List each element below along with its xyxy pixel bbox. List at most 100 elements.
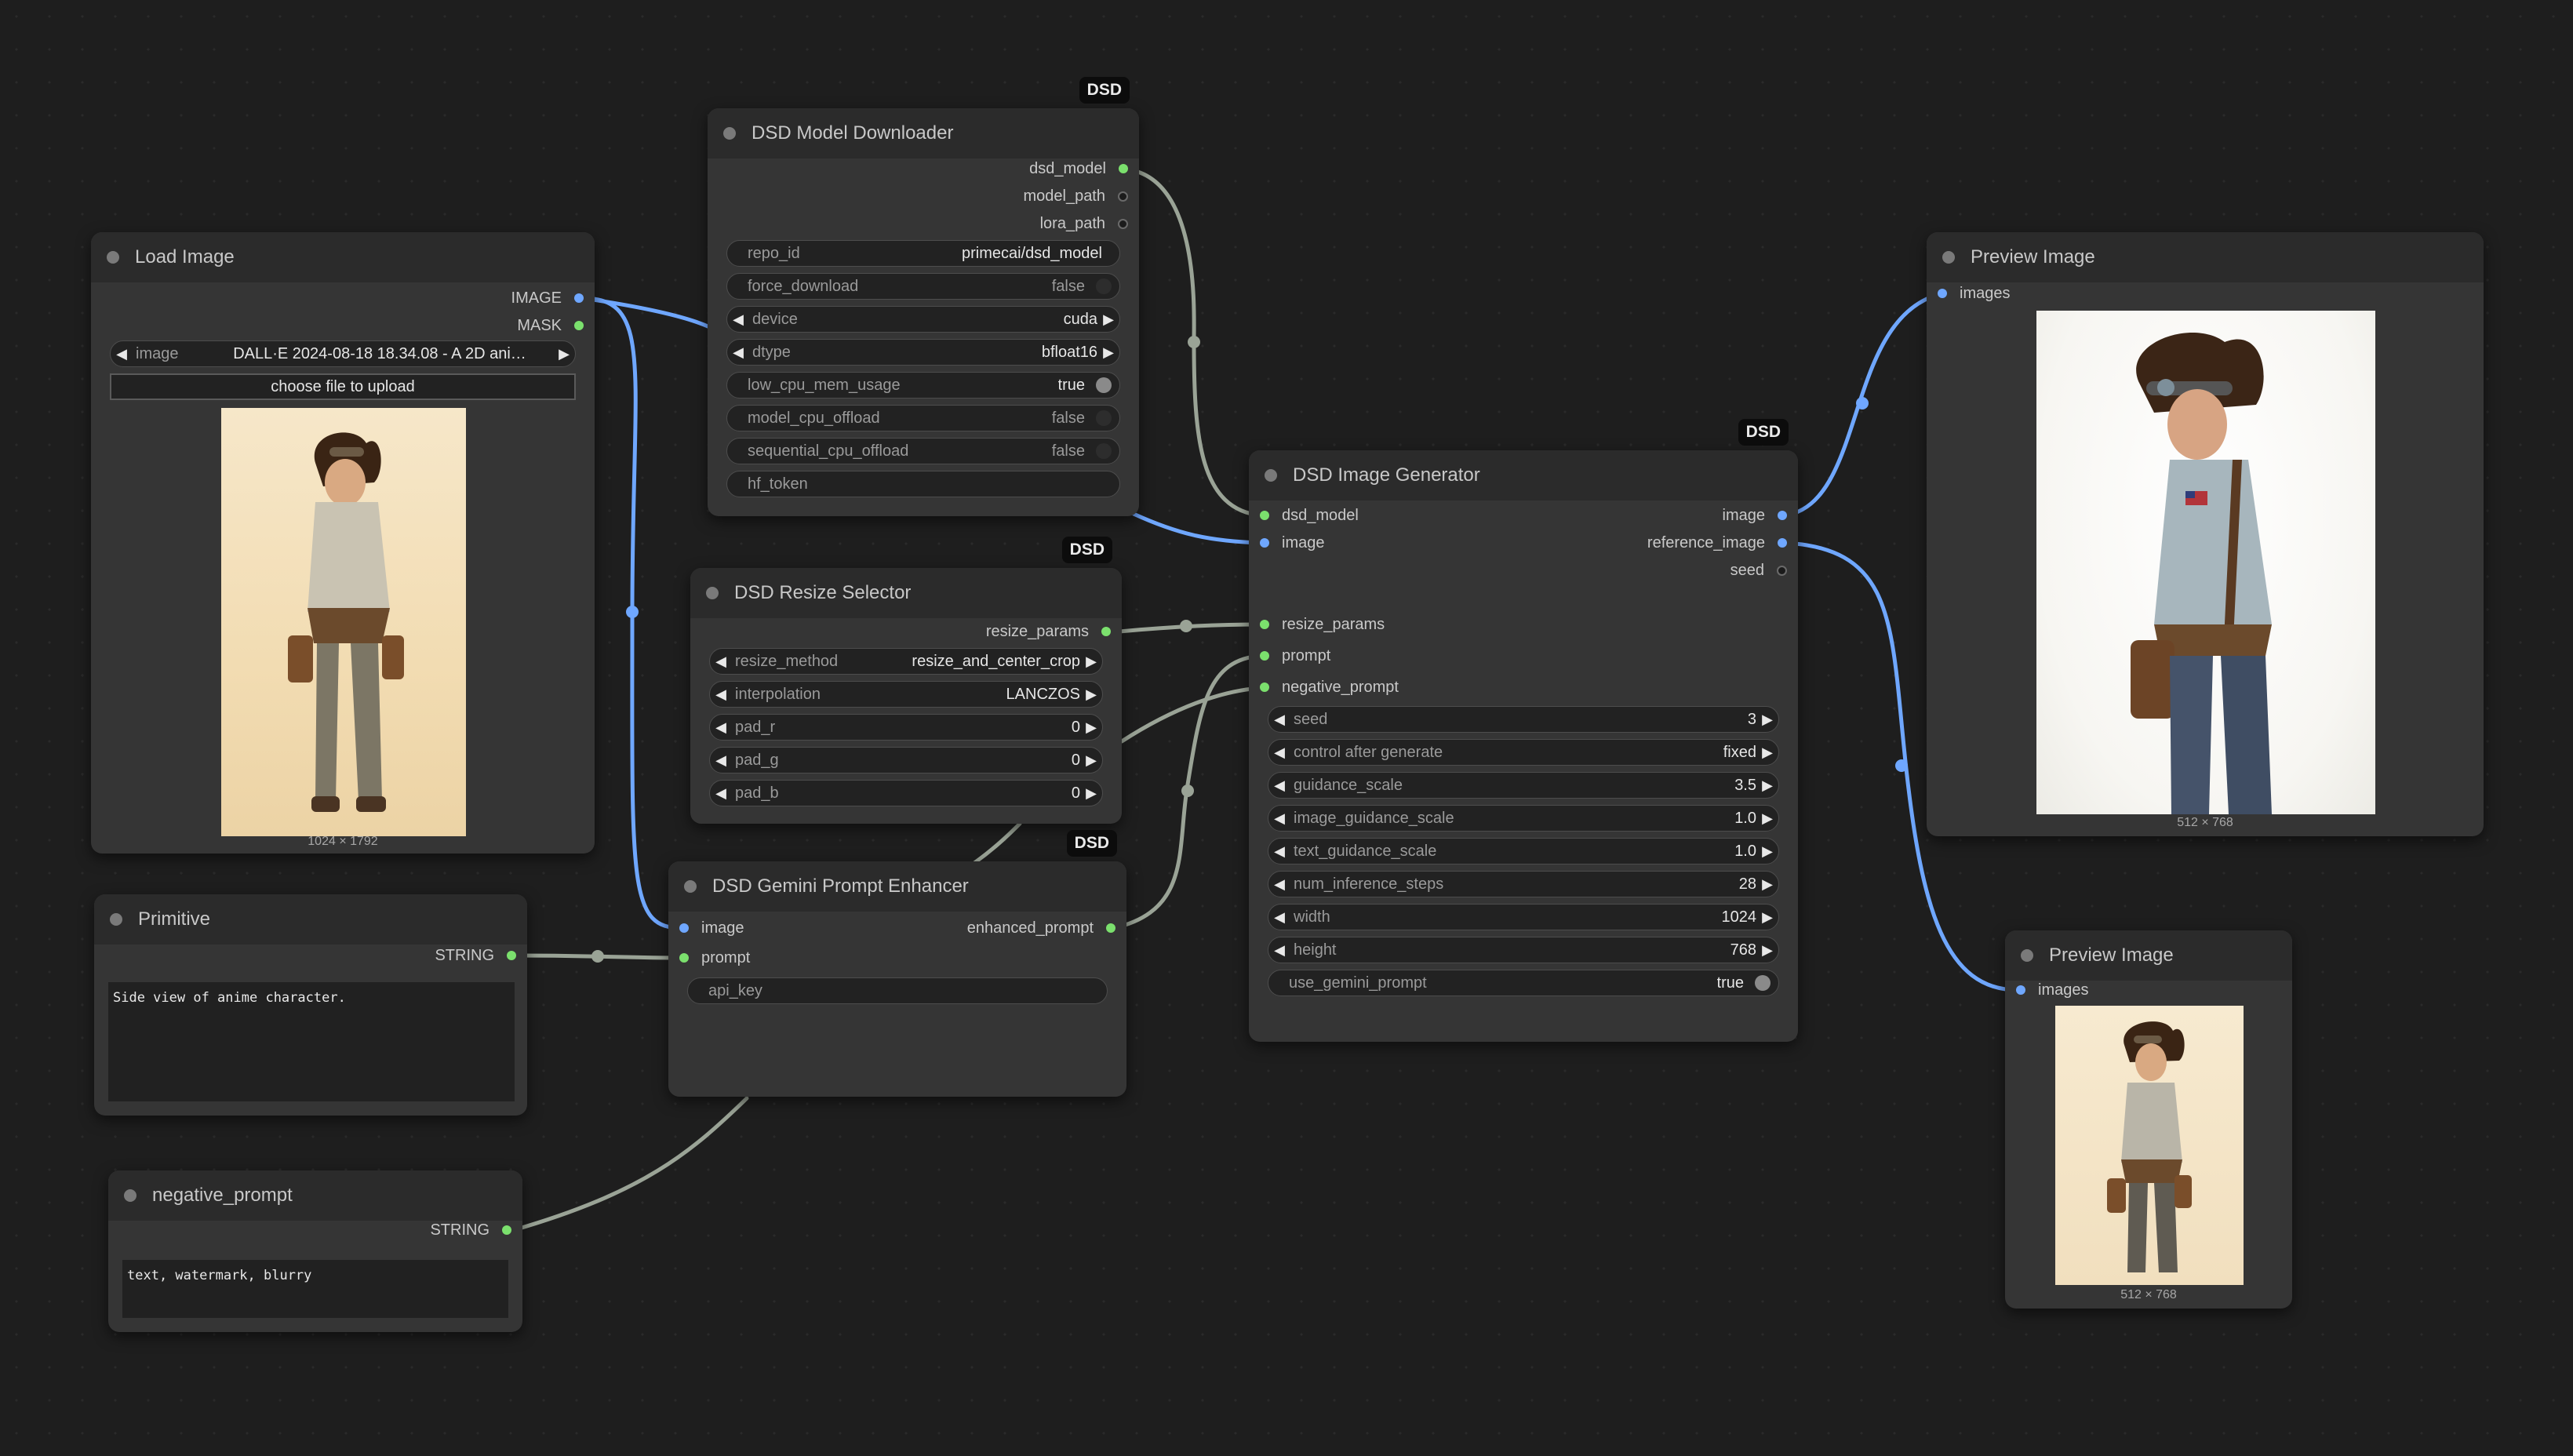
- node-dsd-gemini-prompt-enhancer[interactable]: DSD DSD Gemini Prompt Enhancer image pro…: [668, 830, 1126, 1097]
- arrow-right-icon[interactable]: ▶: [1103, 311, 1114, 327]
- port-dot[interactable]: [1118, 218, 1128, 229]
- upload-button[interactable]: choose file to upload: [110, 373, 576, 400]
- arrow-left-icon[interactable]: ◀: [1274, 777, 1285, 793]
- collapse-dot[interactable]: [723, 127, 736, 140]
- arrow-left-icon[interactable]: ◀: [1274, 810, 1285, 826]
- widget-api-key[interactable]: api_key: [687, 977, 1108, 1004]
- arrow-right-icon[interactable]: ▶: [1762, 777, 1773, 793]
- output-string[interactable]: STRING: [435, 942, 516, 969]
- collapse-dot[interactable]: [706, 587, 719, 599]
- node-title-bar[interactable]: negative_prompt: [108, 1170, 522, 1221]
- port-dot[interactable]: [1778, 511, 1787, 520]
- port-dot[interactable]: [1118, 191, 1128, 202]
- port-dot[interactable]: [502, 1225, 511, 1235]
- output-resize-params[interactable]: resize_params: [986, 618, 1111, 645]
- arrow-right-icon[interactable]: ▶: [1762, 810, 1773, 826]
- node-primitive[interactable]: Primitive STRING Side view of anime char…: [94, 894, 527, 1116]
- node-title-bar[interactable]: Load Image: [91, 232, 595, 282]
- arrow-right-icon[interactable]: ▶: [1762, 744, 1773, 760]
- arrow-left-icon[interactable]: ◀: [1274, 908, 1285, 925]
- port-dot[interactable]: [1106, 923, 1115, 933]
- input-prompt[interactable]: prompt: [679, 945, 750, 971]
- output-lora-path[interactable]: lora_path: [1040, 210, 1128, 237]
- port-dot[interactable]: [679, 953, 689, 963]
- port-dot[interactable]: [1260, 538, 1269, 548]
- arrow-left-icon[interactable]: ◀: [715, 686, 726, 702]
- input-image[interactable]: image: [679, 915, 744, 941]
- arrow-right-icon[interactable]: ▶: [1086, 653, 1097, 669]
- collapse-dot[interactable]: [124, 1189, 136, 1202]
- collapse-dot[interactable]: [110, 913, 122, 926]
- prompt-textarea[interactable]: Side view of anime character.: [108, 982, 515, 1101]
- node-negative-prompt[interactable]: negative_prompt STRING text, watermark, …: [108, 1170, 522, 1332]
- collapse-dot[interactable]: [1265, 469, 1277, 482]
- node-preview-image-1[interactable]: Preview Image images 512 × 768: [1927, 232, 2484, 836]
- node-title-bar[interactable]: Preview Image: [2005, 930, 2292, 981]
- port-dot[interactable]: [1778, 538, 1787, 548]
- output-mask[interactable]: MASK: [517, 312, 584, 339]
- arrow-right-icon[interactable]: ▶: [1086, 752, 1097, 768]
- port-dot[interactable]: [1777, 565, 1787, 576]
- arrow-right-icon[interactable]: ▶: [1086, 686, 1097, 702]
- arrow-left-icon[interactable]: ◀: [1274, 941, 1285, 958]
- port-dot[interactable]: [507, 951, 516, 960]
- port-dot[interactable]: [1119, 164, 1128, 173]
- toggle-off-icon[interactable]: [1096, 443, 1112, 459]
- input-images[interactable]: images: [2016, 977, 2088, 1003]
- port-dot[interactable]: [1260, 511, 1269, 520]
- input-dsd-model[interactable]: dsd_model: [1260, 502, 1359, 529]
- node-title-bar[interactable]: Preview Image: [1927, 232, 2484, 282]
- arrow-right-icon[interactable]: ▶: [559, 345, 570, 362]
- arrow-left-icon[interactable]: ◀: [715, 752, 726, 768]
- output-dsd-model[interactable]: dsd_model: [1029, 155, 1128, 182]
- output-enhanced-prompt[interactable]: enhanced_prompt: [967, 915, 1115, 941]
- input-resize-params[interactable]: resize_params: [1260, 611, 1385, 638]
- port-dot[interactable]: [1101, 627, 1111, 636]
- toggle-off-icon[interactable]: [1096, 278, 1112, 294]
- collapse-dot[interactable]: [107, 251, 119, 264]
- output-image[interactable]: image: [1723, 502, 1787, 529]
- arrow-right-icon[interactable]: ▶: [1103, 344, 1114, 360]
- input-prompt[interactable]: prompt: [1260, 642, 1330, 669]
- output-image[interactable]: IMAGE: [511, 285, 584, 311]
- node-title-bar[interactable]: DSD Image Generator: [1249, 450, 1798, 500]
- collapse-dot[interactable]: [684, 880, 697, 893]
- node-dsd-image-generator[interactable]: DSD DSD Image Generator dsd_model image …: [1249, 419, 1798, 1042]
- arrow-left-icon[interactable]: ◀: [1274, 875, 1285, 892]
- arrow-left-icon[interactable]: ◀: [116, 345, 127, 362]
- port-dot[interactable]: [2016, 985, 2025, 995]
- arrow-left-icon[interactable]: ◀: [715, 719, 726, 735]
- arrow-left-icon[interactable]: ◀: [1274, 711, 1285, 727]
- node-dsd-model-downloader[interactable]: DSD DSD Model Downloader dsd_model model…: [708, 77, 1139, 516]
- node-preview-image-2[interactable]: Preview Image images 512 × 768: [2005, 930, 2292, 1309]
- output-reference-image[interactable]: reference_image: [1647, 530, 1787, 556]
- port-dot[interactable]: [679, 923, 689, 933]
- arrow-right-icon[interactable]: ▶: [1086, 784, 1097, 801]
- toggle-on-icon[interactable]: [1755, 975, 1771, 991]
- port-dot[interactable]: [574, 321, 584, 330]
- toggle-off-icon[interactable]: [1096, 410, 1112, 426]
- input-image[interactable]: image: [1260, 530, 1324, 556]
- arrow-right-icon[interactable]: ▶: [1086, 719, 1097, 735]
- node-dsd-resize-selector[interactable]: DSD DSD Resize Selector resize_params ◀r…: [690, 537, 1122, 824]
- input-negative-prompt[interactable]: negative_prompt: [1260, 674, 1399, 701]
- port-dot[interactable]: [1260, 682, 1269, 692]
- collapse-dot[interactable]: [2021, 949, 2033, 962]
